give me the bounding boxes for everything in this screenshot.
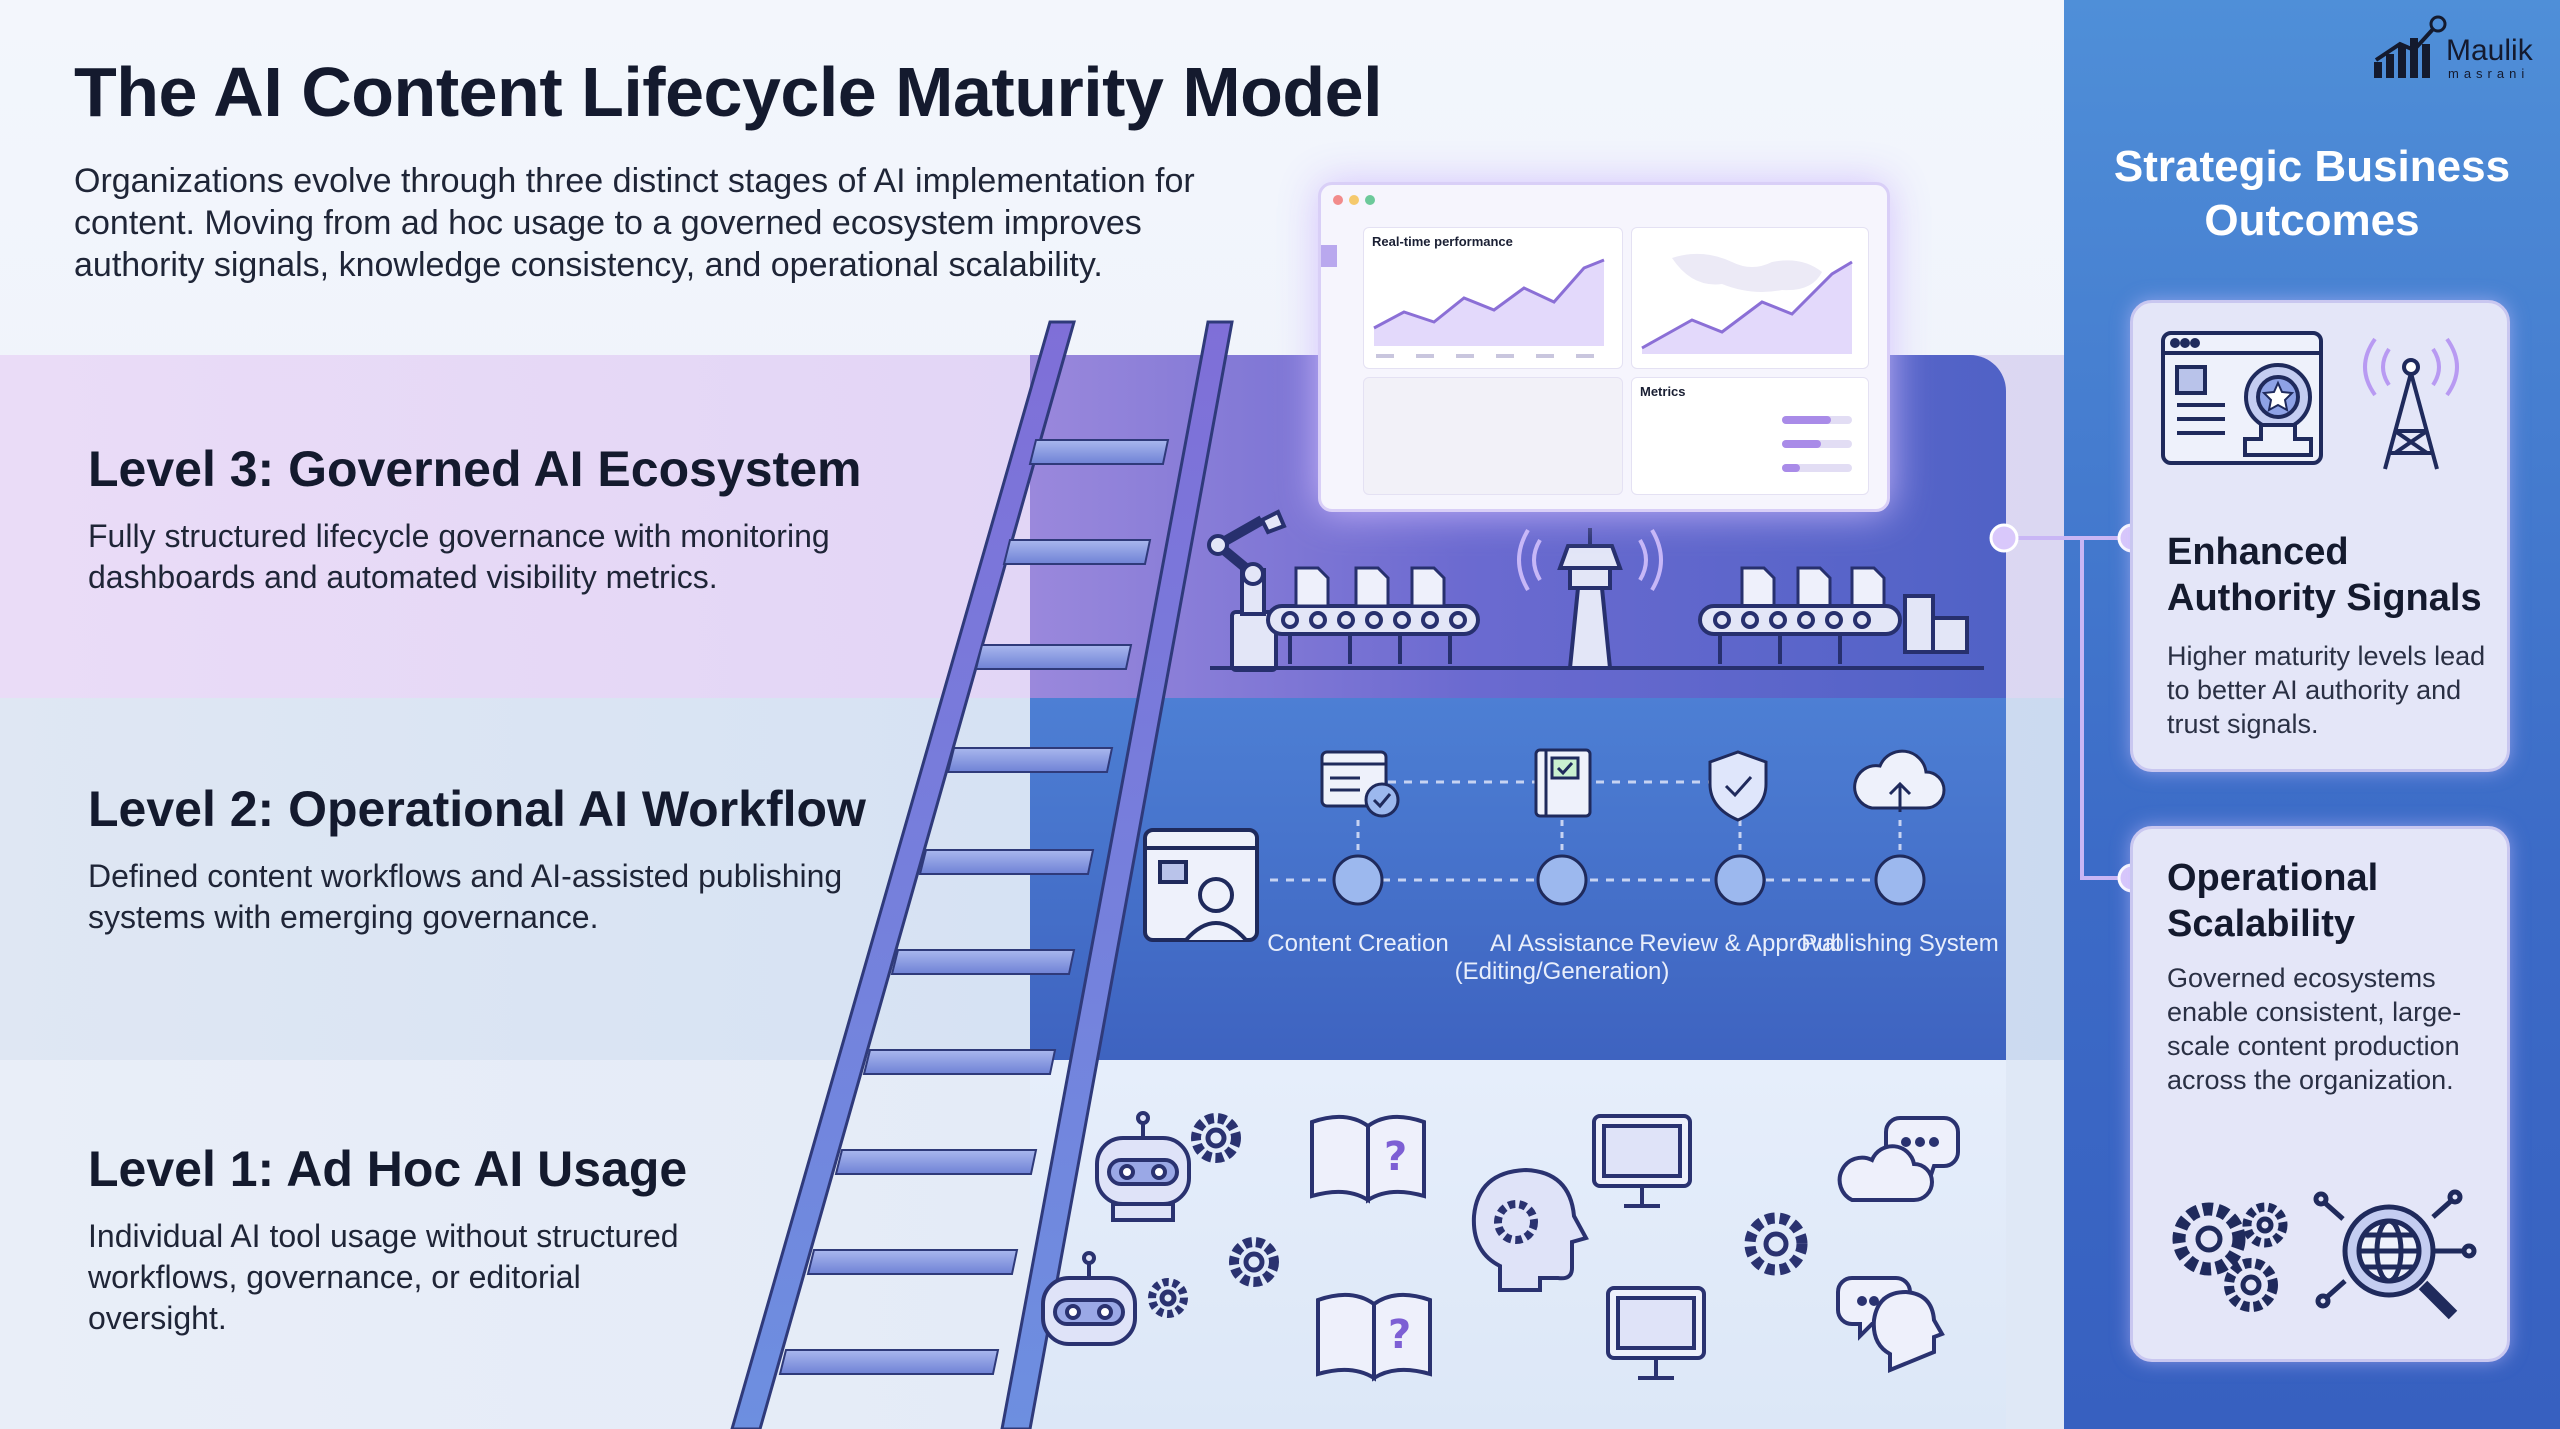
svg-text:?: ? [1384,1134,1407,1180]
workflow-label-content-creation: Content Creation [1267,930,1449,957]
cloud-upload-icon [1853,749,1946,812]
performance-chart-label: Real-time performance [1372,234,1513,249]
node-ai-assistance [1536,854,1588,906]
metrics-label: Metrics [1640,384,1686,399]
svg-text:?: ? [1388,1312,1411,1358]
node-publishing-system [1874,854,1926,906]
book-check-icon [1534,748,1592,818]
level-2-heading: Level 2: Operational AI Workflow [88,781,866,837]
outcomes-title: Strategic Business Outcomes [2113,142,2511,245]
level-3-description: Fully structured lifecycle governance wi… [88,518,830,595]
illustration-layer: ? ? [730,320,1984,1429]
workflow-label-review-approval: Review & Approval [1639,930,1841,957]
workflow-nodes [1332,854,1926,906]
robot-icon [1041,1251,1137,1346]
world-map-icon [1641,253,1853,354]
head-gear-icon [1471,1167,1589,1292]
robot-icon [1095,1111,1191,1222]
control-tower-icon [1517,528,1663,670]
signal-tower-icon [2363,337,2459,470]
gear-icon [1148,1113,1808,1318]
conveyor-belt-icon [1266,604,1480,664]
robot-arm-icon [1207,509,1287,672]
metrics-card: Metrics [1631,377,1869,495]
empty-card [1363,377,1623,495]
browser-user-icon [1143,828,1259,942]
document-icon [1294,566,1886,608]
performance-chart-card: Real-time performance [1363,227,1623,369]
open-book-question-icon: ? ? [1310,1114,1432,1382]
node-review-approval [1714,854,1766,906]
page-subtitle: Organizations evolve through three disti… [74,162,1195,284]
conveyor-belt-icon [1698,594,1969,664]
monitoring-dashboard: Real-time performance Metrics [1318,182,1890,512]
level-1-heading: Level 1: Ad Hoc AI Usage [88,1141,688,1197]
globe-gears-icon [2172,1189,2477,1320]
line-chart-icon [1373,258,1605,358]
window-dot-red [1333,195,1343,205]
level-2-text: Level 2: Operational AI Workflow Defined… [88,780,928,938]
outcome-1-heading: Enhanced Authority Signals [2167,531,2482,619]
outcome-card-scalability: Operational Scalability Governed ecosyst… [2130,826,2510,1362]
outcome-1-description: Higher maturity levels lead to better AI… [2167,641,2486,739]
metric-bar-fill [1782,416,1831,424]
sidebar-tab [1321,245,1337,267]
ladder-icon [730,320,1234,1429]
level-3-text: Level 3: Governed AI Ecosystem Fully str… [88,440,968,598]
node-content-creation [1332,854,1384,906]
monitor-icon [1592,1114,1706,1380]
chat-bubble-icon [1836,1116,1960,1373]
level-1-description: Individual AI tool usage without structu… [88,1218,679,1336]
outcome-2-description: Governed ecosystems enable consistent, l… [2167,963,2462,1095]
workflow-label-ai-assistance: AI Assistance (Editing/Generation) [1454,930,1670,985]
level-2-description: Defined content workflows and AI-assiste… [88,858,843,935]
outcome-card-authority: Enhanced Authority Signals Higher maturi… [2130,300,2510,772]
brand-sub: masrani [2448,66,2530,81]
metric-bar-track [1782,440,1852,448]
metric-bar-track [1782,464,1852,472]
outcome-2-heading: Operational Scalability [2167,857,2379,945]
metric-bar-fill [1782,464,1800,472]
award-browser-icon [2161,331,2323,465]
level-1-text: Level 1: Ad Hoc AI Usage Individual AI t… [88,1140,728,1339]
window-dot-yellow [1349,195,1359,205]
checklist-icon [1320,750,1400,818]
workflow-label-publishing-system: Publishing System [1801,930,1999,957]
page-title: The AI Content Lifecycle Maturity Model [74,53,1383,131]
brand-name: Maulik [2446,34,2533,67]
map-chart-card [1631,227,1869,369]
metric-bar-track [1782,416,1852,424]
window-dot-green [1365,195,1375,205]
card-1-art [2161,331,2459,470]
metric-bar-fill [1782,440,1821,448]
shield-check-icon [1708,750,1768,822]
chart-logo-icon [2374,15,2447,78]
level-3-heading: Level 3: Governed AI Ecosystem [88,441,862,497]
